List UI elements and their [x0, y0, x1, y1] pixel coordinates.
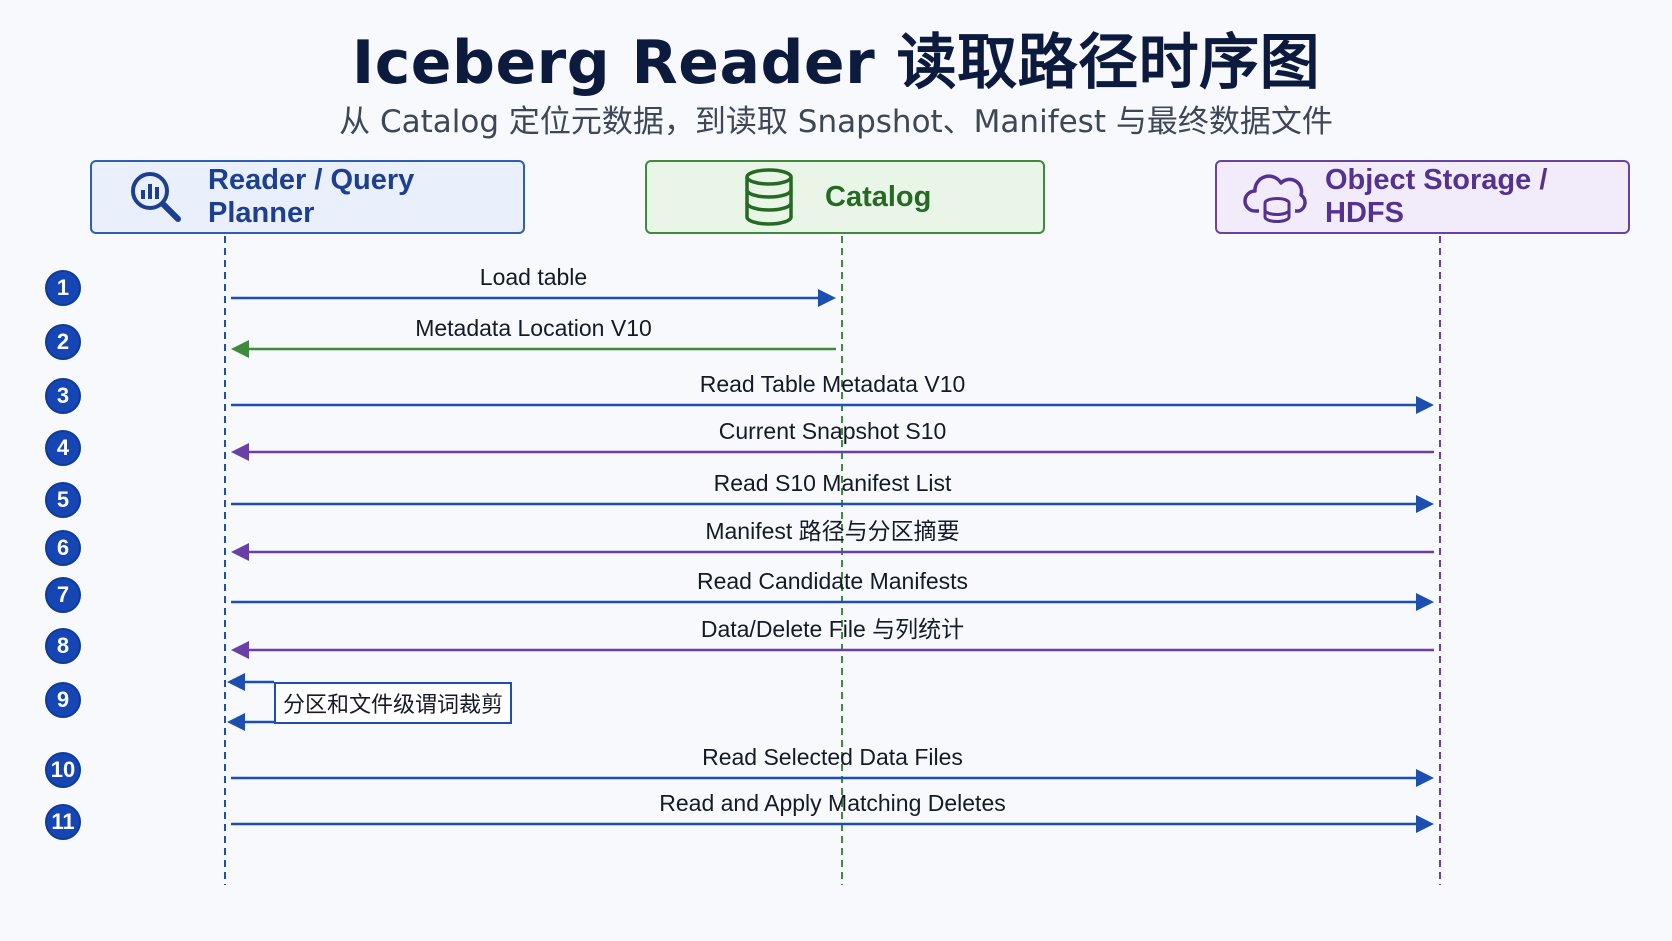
step-number-badge: 2 [45, 324, 81, 360]
message-arrowhead [1416, 815, 1434, 833]
diagram-title: Iceberg Reader 读取路径时序图 [351, 28, 1321, 98]
self-loop-arrowhead-top [227, 673, 245, 691]
self-message-box: 分区和文件级谓词裁剪 [274, 682, 512, 724]
message-label: Read Selected Data Files [702, 744, 963, 770]
message-label: Data/Delete File 与列统计 [700, 616, 965, 642]
step-number-badge: 5 [45, 482, 81, 518]
step-number-badge: 10 [45, 752, 81, 788]
step-number-badge: 7 [45, 577, 81, 613]
step-number-badge: 1 [45, 270, 81, 306]
message-arrowhead [231, 443, 249, 461]
step-number-badge: 6 [45, 530, 81, 566]
message-arrowhead [1416, 769, 1434, 787]
message-label: Read Candidate Manifests [696, 568, 969, 594]
message-arrowhead [231, 340, 249, 358]
actor-storage-label: Object Storage / HDFS [1325, 164, 1548, 229]
actor-storage: Object Storage / HDFS [1215, 160, 1630, 234]
diagram-subtitle: 从 Catalog 定位元数据，到读取 Snapshot、Manifest 与最… [339, 104, 1333, 140]
actor-reader-label: Reader / Query Planner [208, 164, 415, 229]
step-number-badge: 9 [45, 682, 81, 718]
message-label: Read S10 Manifest List [713, 470, 952, 496]
actor-reader: Reader / Query Planner [90, 160, 525, 234]
actor-catalog-label: Catalog [825, 180, 932, 213]
step-number-badge: 3 [45, 378, 81, 414]
step-number-badge: 8 [45, 628, 81, 664]
message-label: Metadata Location V10 [415, 315, 652, 341]
message-arrowhead [1416, 593, 1434, 611]
message-arrowhead [1416, 495, 1434, 513]
analytics-search-icon [128, 169, 184, 225]
message-label: Current Snapshot S10 [718, 418, 947, 444]
step-number-badge: 4 [45, 430, 81, 466]
message-label: Load table [479, 264, 588, 290]
message-arrowhead [231, 641, 249, 659]
cloud-storage-icon [1243, 169, 1311, 225]
message-arrowhead [1416, 396, 1434, 414]
database-icon [743, 167, 795, 227]
message-label: Manifest 路径与分区摘要 [705, 518, 960, 544]
self-loop-arrowhead-bottom [227, 713, 245, 731]
message-label: Read Table Metadata V10 [699, 371, 966, 397]
message-label: Read and Apply Matching Deletes [659, 790, 1006, 816]
message-arrowhead [818, 289, 836, 307]
actor-catalog: Catalog [645, 160, 1045, 234]
step-number-badge: 11 [45, 804, 81, 840]
message-arrowhead [231, 543, 249, 561]
